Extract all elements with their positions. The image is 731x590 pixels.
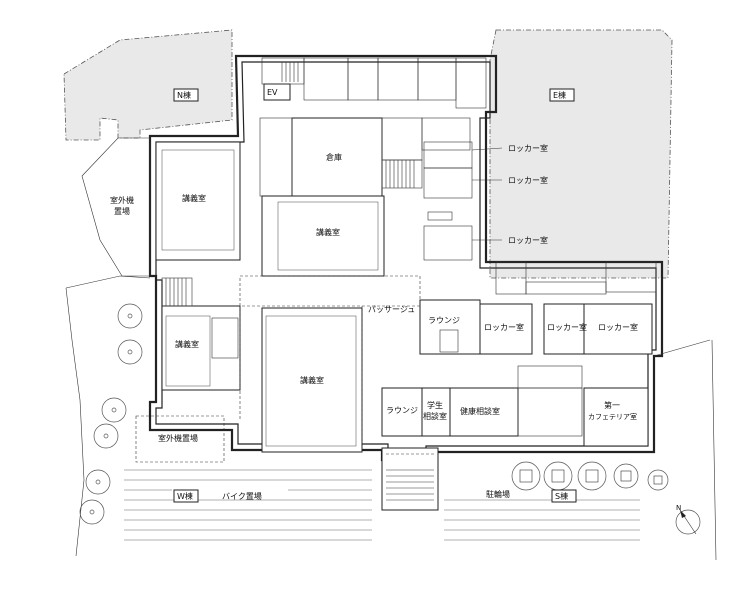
e-building-label: E棟 — [553, 90, 566, 100]
passage-label: パッサージュ — [368, 305, 415, 314]
e-building-footprint — [489, 29, 673, 279]
lecture-room-2 — [261, 195, 385, 277]
outdoor-unit-area-1 — [81, 137, 151, 277]
site-boundary-west — [65, 275, 151, 557]
entrance-steps — [386, 453, 434, 501]
outdoor-unit-label-1b: 置場 — [114, 206, 130, 216]
lecture-room-label-4: 講義室 — [300, 375, 324, 385]
trees-south — [511, 461, 669, 491]
lecture-room-label-3: 講義室 — [175, 339, 199, 349]
n-building-label: N棟 — [177, 90, 191, 100]
bike-parking-label: バイク置場 — [222, 491, 262, 501]
lounge-label-1: ラウンジ — [428, 316, 460, 325]
s-building-label-box — [551, 489, 577, 503]
outdoor-unit-label-2: 室外機置場 — [158, 433, 198, 443]
cafeteria-room — [583, 387, 649, 447]
center-stair — [381, 159, 423, 189]
locker-label-4: ロッカー室 — [484, 322, 524, 332]
north-arrow-icon: N — [675, 504, 701, 535]
lounge-room-2 — [381, 387, 423, 437]
cafeteria-label-a: 第一 — [604, 400, 620, 410]
lecture-room-1 — [155, 141, 241, 261]
n-building-footprint — [63, 29, 233, 141]
outdoor-unit-label-1a: 室外機 — [110, 195, 134, 205]
e-building-label-box — [549, 88, 575, 102]
locker-label-5: ロッカー室 — [547, 322, 587, 332]
outdoor-unit-area-2 — [135, 415, 225, 463]
health-consultation-room — [449, 387, 519, 437]
lecture-room-label-1: 講義室 — [182, 193, 206, 203]
lecture-room-1-seats — [161, 149, 235, 251]
bike-parking-stalls — [124, 469, 372, 541]
n-building-label-box — [173, 88, 199, 102]
bicycle-parking-stalls — [444, 499, 640, 541]
student-consult-label-b: 相談室 — [423, 411, 447, 421]
student-consultation-room — [421, 387, 451, 437]
bicycle-parking-label: 駐輪場 — [486, 489, 510, 499]
passage-area — [239, 275, 421, 307]
trees-west — [79, 303, 143, 525]
site-boundary-east — [653, 339, 717, 561]
locker-label-2: ロッカー室 — [508, 175, 548, 185]
locker-room-6 — [583, 303, 653, 355]
locker-label-1: ロッカー室 — [508, 143, 548, 153]
locker-room-4 — [479, 303, 533, 355]
s-building-label: S棟 — [555, 491, 568, 501]
lecture-room-label-2: 講義室 — [316, 227, 340, 237]
cafeteria-label-b: カフェテリア室 — [588, 412, 637, 421]
locker-label-6: ロッカー室 — [598, 322, 638, 332]
lecture-room-4 — [261, 307, 363, 453]
lecture-room-3 — [161, 305, 241, 391]
student-consult-label-a: 学生 — [427, 400, 443, 410]
left-stair — [161, 277, 193, 307]
w-building-label-box — [173, 489, 199, 503]
locker-room-5 — [543, 303, 585, 355]
lounge-label-2: ラウンジ — [386, 406, 418, 415]
locker-label-3: ロッカー室 — [508, 235, 548, 245]
health-consult-label: 健康相談室 — [460, 406, 500, 416]
lounge-room-1 — [419, 299, 481, 355]
warehouse-label: 倉庫 — [326, 152, 342, 162]
svg-text:N: N — [676, 504, 681, 512]
w-building-label: W棟 — [177, 491, 193, 501]
ev-label: EV — [267, 88, 278, 97]
top-stair — [281, 62, 299, 82]
entrance-canopy — [381, 447, 439, 511]
